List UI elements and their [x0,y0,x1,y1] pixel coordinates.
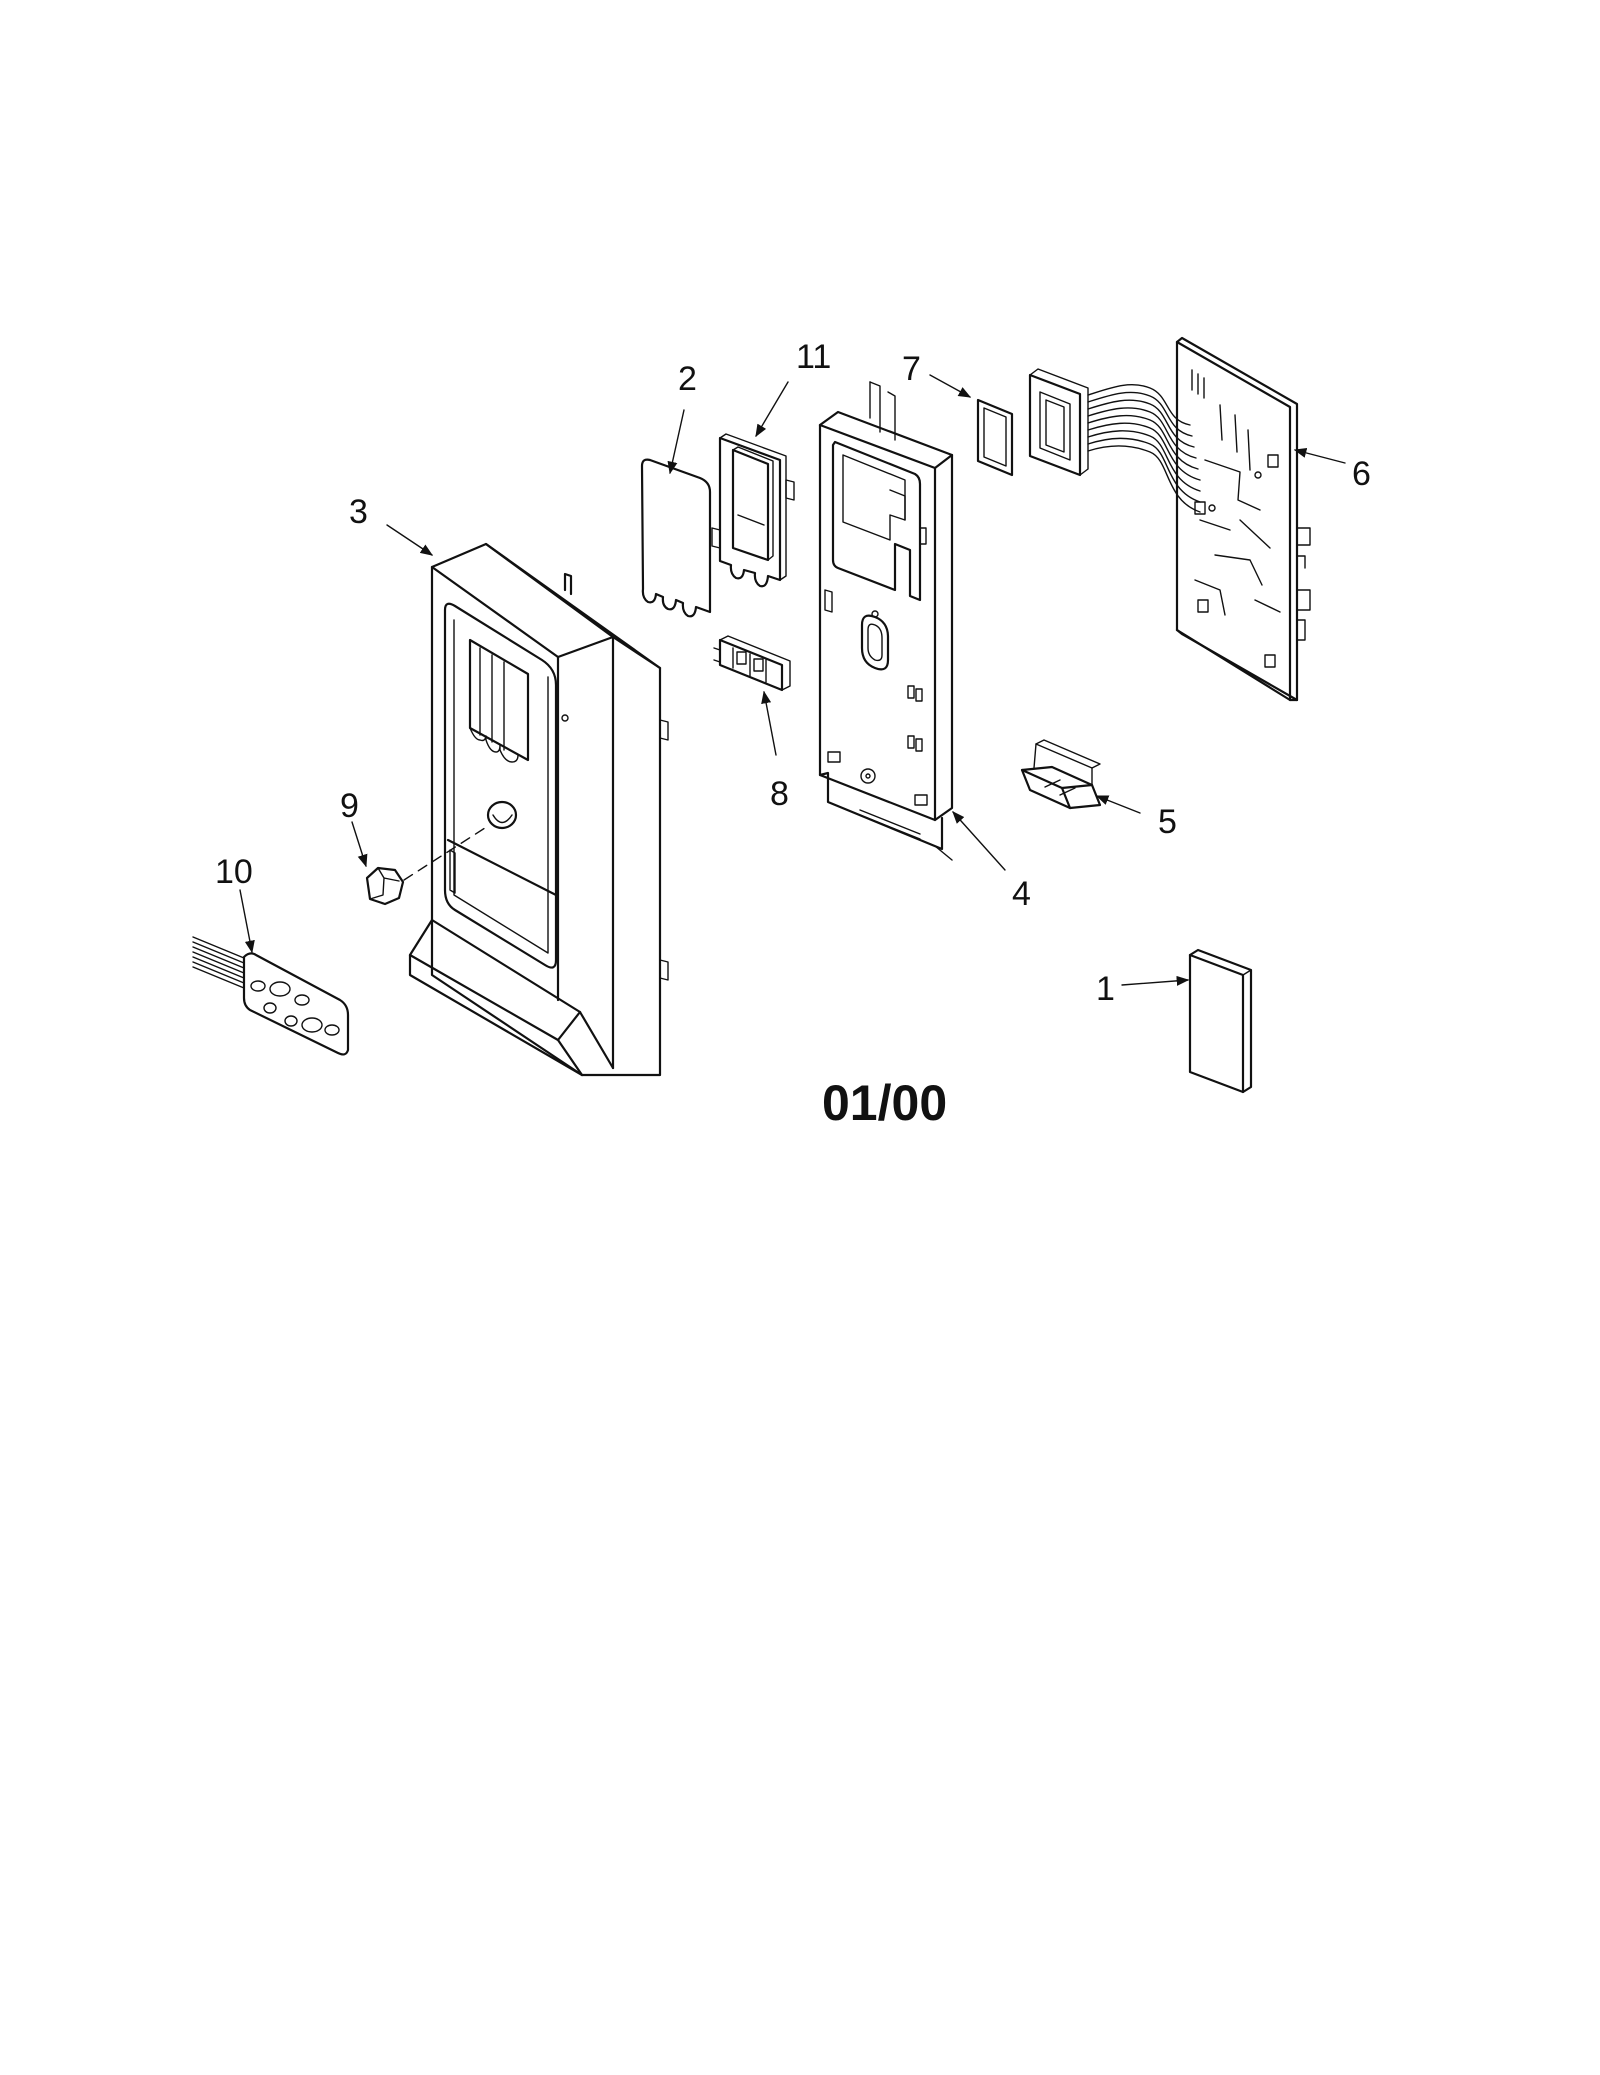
callout-7: 7 [902,350,921,388]
part-1-manual-card [1188,948,1253,1094]
display-module [1028,368,1201,513]
callout-11: 11 [796,338,831,376]
part-8-connector-block [713,635,791,692]
part-4-mounting-panel [818,381,954,861]
revision-code: 01/00 [822,1075,947,1131]
callout-9: 9 [340,787,359,825]
part-10-gasket [192,936,350,1056]
callout-2: 2 [678,360,697,398]
callouts: 1 2 3 4 5 6 7 8 9 10 11 [215,338,1371,1008]
part-7-small-gasket [976,398,1014,477]
callout-5: 5 [1158,803,1177,841]
callout-6: 6 [1352,455,1371,493]
part-6-control-board [1175,336,1311,702]
part-5-small-bracket [1020,739,1102,810]
callout-3: 3 [349,493,368,531]
callout-10: 10 [215,853,253,891]
callout-1: 1 [1096,970,1115,1008]
part-2-cover-plate [640,458,712,618]
part-9-hex-nut [365,825,489,906]
leader-lines [239,374,1346,986]
part-11-bracket-frame [711,433,795,588]
callout-8: 8 [770,775,789,813]
part-3-dispenser-housing [408,542,669,1077]
callout-4: 4 [1012,875,1031,913]
